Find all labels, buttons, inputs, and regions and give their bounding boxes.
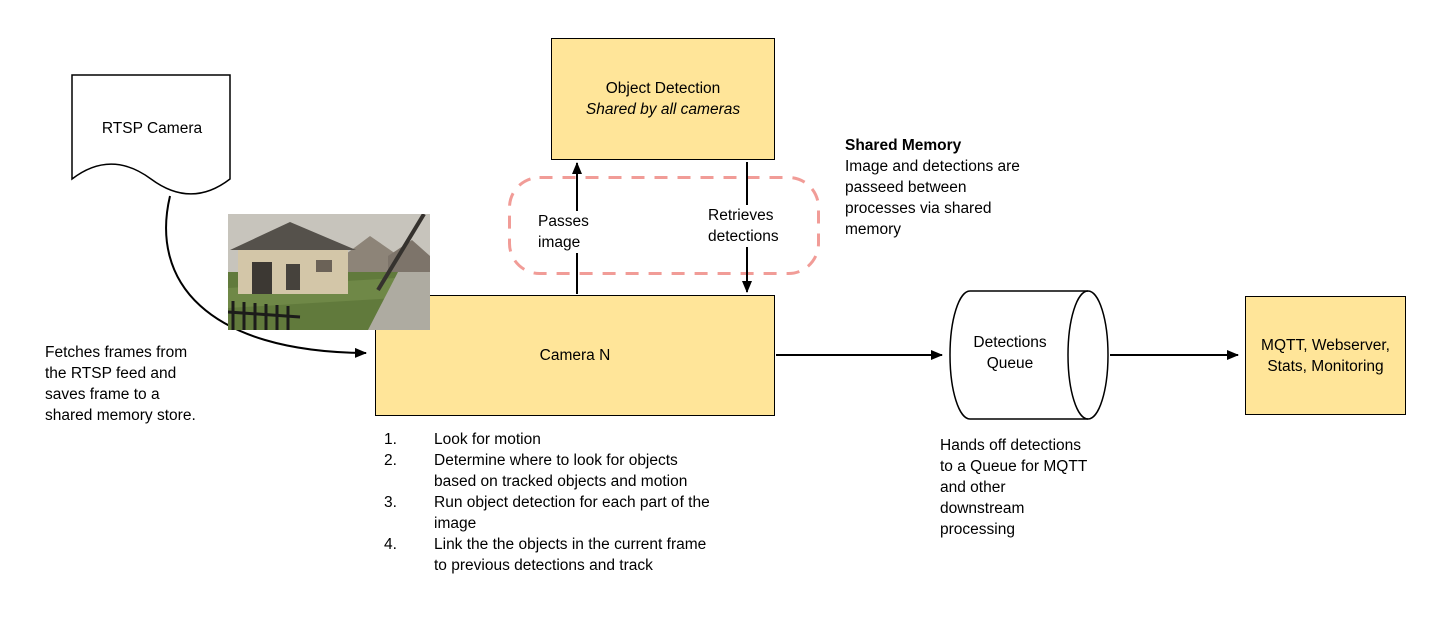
snapshot-pole bbox=[376, 212, 426, 292]
camera-step-item: 1. Look for motion bbox=[384, 429, 719, 450]
step-text: Link the the objects in the current fram… bbox=[434, 536, 707, 574]
step-number: 4. bbox=[384, 536, 397, 553]
camera-steps-list: 1. Look for motion 2. Determine where to… bbox=[384, 429, 719, 576]
shared-memory-note: Shared Memory Image and detections are p… bbox=[845, 135, 1031, 240]
mqtt-webserver-node: MQTT, Webserver, Stats, Monitoring bbox=[1245, 296, 1406, 415]
snapshot-roof bbox=[230, 222, 356, 250]
snapshot-sidewalk bbox=[368, 272, 430, 330]
snapshot-distant-house bbox=[346, 236, 396, 276]
rtsp-camera-label: RTSP Camera bbox=[101, 120, 203, 137]
step-number: 3. bbox=[384, 494, 397, 511]
snapshot-distant-house-2 bbox=[388, 240, 430, 278]
snapshot-fence bbox=[227, 301, 301, 330]
step-number: 2. bbox=[384, 452, 397, 469]
detections-queue-label: Detections Queue bbox=[973, 334, 1047, 372]
snapshot-door bbox=[252, 262, 272, 294]
shared-memory-title: Shared Memory bbox=[845, 137, 962, 154]
object-detection-title: Object Detection bbox=[605, 80, 721, 97]
step-number: 1. bbox=[384, 431, 397, 448]
camera-step-item: 3. Run object detection for each part of… bbox=[384, 492, 719, 534]
object-detection-node: Object Detection Shared by all cameras bbox=[551, 38, 775, 160]
passes-image-label: Passes image bbox=[536, 211, 598, 253]
camera-snapshot-image bbox=[227, 212, 430, 330]
camera-n-node: Camera N bbox=[375, 295, 775, 416]
camera-step-item: 2. Determine where to look for objects b… bbox=[384, 450, 719, 492]
object-detection-subtitle: Shared by all cameras bbox=[585, 101, 741, 118]
step-text: Determine where to look for objects base… bbox=[434, 452, 688, 490]
snapshot-door-2 bbox=[286, 264, 300, 290]
queue-handoff-note: Hands off detections to a Queue for MQTT… bbox=[940, 437, 1088, 538]
mqtt-webserver-label: MQTT, Webserver, Stats, Monitoring bbox=[1261, 336, 1390, 375]
fetch-frames-note: Fetches frames from the RTSP feed and sa… bbox=[45, 344, 196, 424]
step-text: Run object detection for each part of th… bbox=[434, 494, 710, 532]
camera-step-item: 4. Link the the objects in the current f… bbox=[384, 534, 719, 576]
shared-memory-body: Image and detections are passeed between… bbox=[845, 158, 1020, 238]
retrieves-detections-label: Retrieves detections bbox=[706, 205, 792, 247]
step-text: Look for motion bbox=[434, 431, 541, 448]
snapshot-window bbox=[316, 260, 332, 272]
camera-n-label: Camera N bbox=[539, 347, 611, 364]
camera-snapshot-photo bbox=[227, 212, 430, 330]
